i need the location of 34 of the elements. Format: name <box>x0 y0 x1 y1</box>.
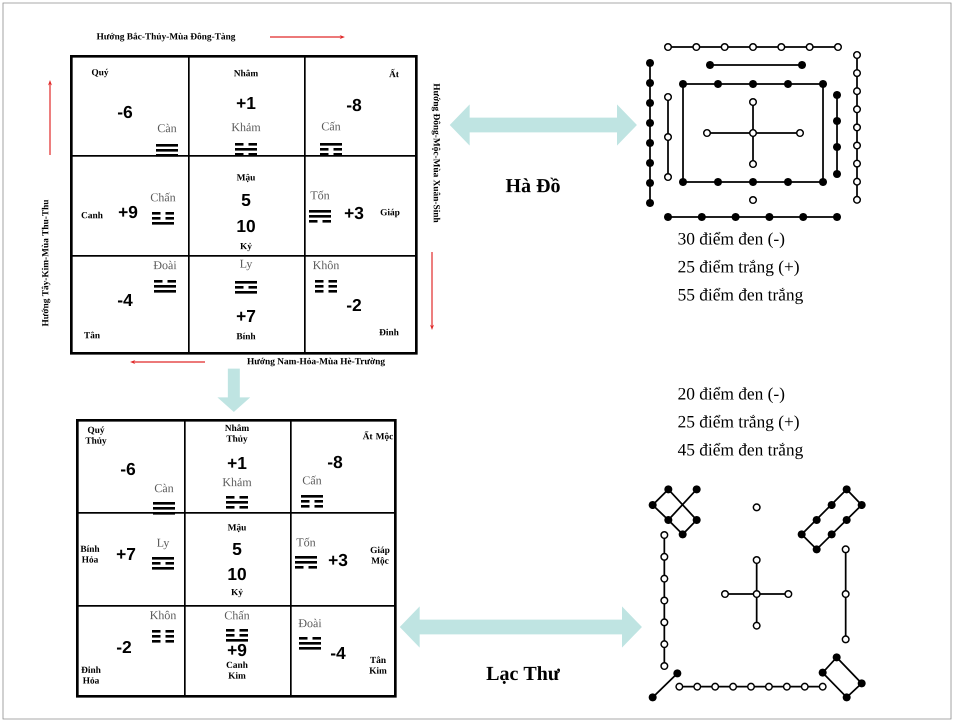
direction-label: Hướng Bắc-Thủy-Mùa Đông-Tàng <box>96 32 236 42</box>
count-text: 20 điểm đen (-) <box>678 386 784 404</box>
grid-cell: Mậu 5 10 Kỷ <box>188 155 306 257</box>
grid-cell: Đoài -4 Tân <box>70 255 190 354</box>
count-text: 25 điểm trắng (+) <box>678 414 799 432</box>
direction-label: Hướng Tây-Kim-Mùa Thu-Thu <box>42 200 50 326</box>
grid-cell: Nhâm +1 Khảm <box>188 55 306 157</box>
grid-cell: Đoài -4 Tân Kim <box>290 605 396 697</box>
count-text: 55 điểm đen trắng <box>678 288 803 304</box>
grid-cell: Tốn +3 Giáp <box>304 155 417 257</box>
grid-cell: Chấn +9 Canh Kim <box>184 605 292 697</box>
turtle-pattern-drawing <box>648 485 866 702</box>
grid-cell: Khôn -2 Đinh Hỏa <box>76 605 186 697</box>
grid-cell: Quý Thủy -6 Càn <box>76 419 186 515</box>
river-map-drawing <box>646 42 862 221</box>
direction-label: Hướng Nam-Hỏa-Mùa Hè-Trường <box>247 358 385 366</box>
grid-cell: Ất -8 Cấn <box>304 55 417 157</box>
grid-cell: Nhâm Thủy +1 Khảm <box>184 419 292 514</box>
grid-cell: Canh +9 Chấn <box>70 155 190 257</box>
edge-label: Hà Đồ <box>506 178 560 192</box>
grid-cell: Ất Mộc -8 Cấn <box>290 419 396 514</box>
grid-frame <box>76 419 397 698</box>
grid-cell: Mậu 5 10 Kỷ <box>184 512 292 607</box>
direction-label: Hướng Đông-Mộc-Mùa Xuân-Sinh <box>432 83 440 223</box>
count-text: 30 điểm đen (-) <box>678 232 784 248</box>
grid-cell: Khôn -2 Đinh <box>304 255 417 354</box>
grid-cell: Tốn +3 Giáp Mộc <box>290 512 396 607</box>
grid-cell: Quý -6 Càn <box>70 55 190 157</box>
grid-frame <box>70 55 418 355</box>
grid-cell: Bính Hỏa +7 Ly <box>76 512 186 607</box>
count-text: 25 điểm trắng (+) <box>678 260 799 276</box>
grid-cell: Ly +7 Bính <box>188 255 306 354</box>
edge-label: Lạc Thư <box>486 666 560 684</box>
count-text: 45 điểm đen trắng <box>678 442 803 460</box>
